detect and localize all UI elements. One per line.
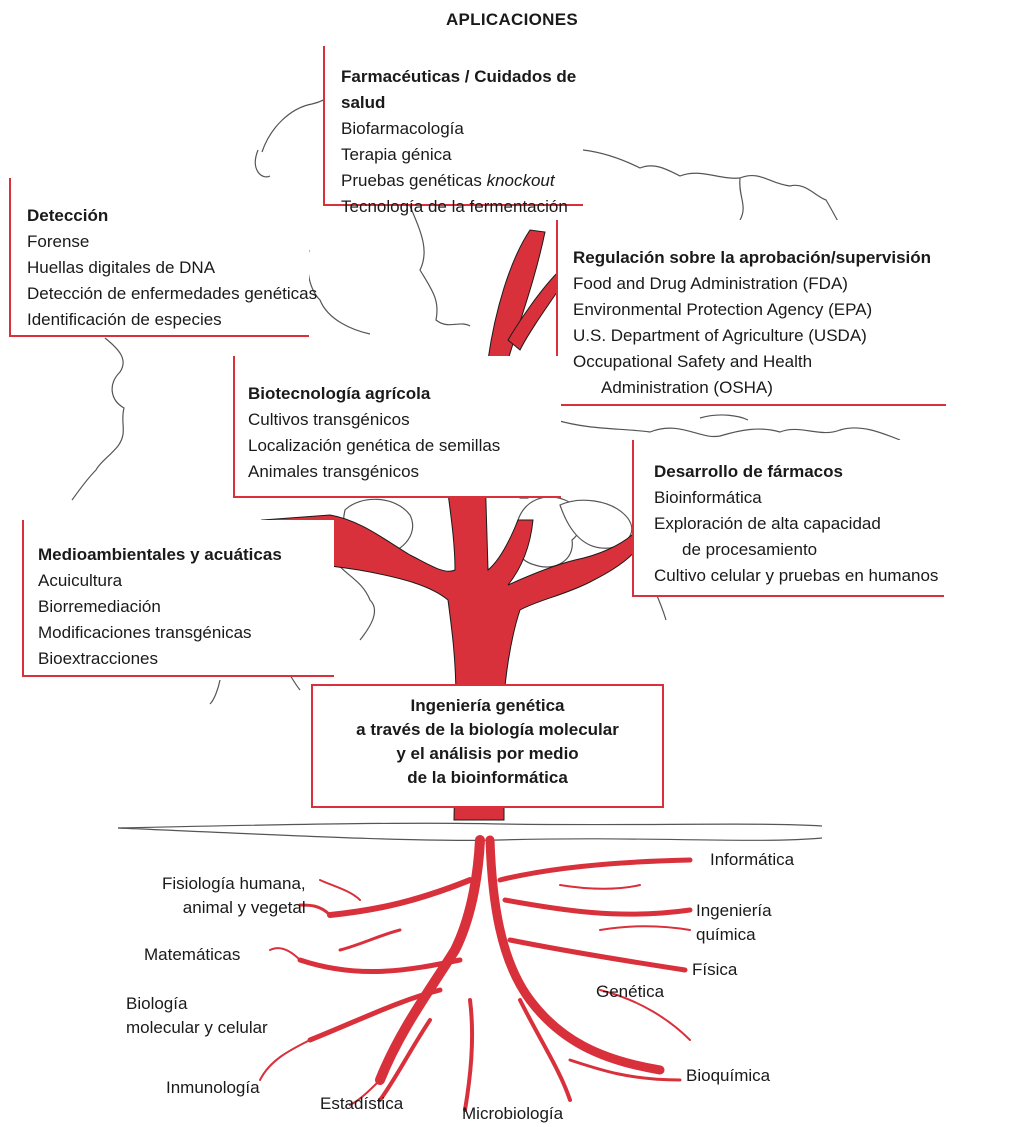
box-item: Biofarmacología <box>341 119 464 138</box>
medioambientales-box: Medioambientales y acuáticas Acuicultura… <box>22 520 334 677</box>
box-item: Localización genética de semillas <box>248 436 501 455</box>
trunk-line: Ingeniería genética <box>410 696 565 715</box>
box-item: Cultivos transgénicos <box>248 410 410 429</box>
box-item-text: Pruebas genéticas <box>341 171 482 190</box>
root-label-biologia: Biología molecular y celular <box>126 992 268 1040</box>
box-item: Cultivo celular y pruebas en humanos <box>654 566 939 585</box>
box-item: Terapia génica <box>341 145 452 164</box>
root-label-ingenieria-quimica: Ingeniería química <box>696 899 772 947</box>
box-item: Detección de enfermedades genéticas <box>27 284 318 303</box>
box-item: Animales transgénicos <box>248 462 420 481</box>
box-item: Forense <box>27 232 90 251</box>
root-label-inmunologia: Inmunología <box>166 1078 260 1097</box>
box-item: Huellas digitales de DNA <box>27 258 216 277</box>
root-label-estadistica: Estadística <box>320 1094 404 1113</box>
box-item: de procesamiento <box>682 540 818 559</box>
box-heading: Detección <box>27 206 109 225</box>
root-label-fisiologia: Fisiología humana, animal y vegetal <box>162 872 306 920</box>
agricola-box: Biotecnología agrícola Cultivos transgén… <box>233 356 561 498</box>
box-item: Biorremediación <box>38 597 161 616</box>
box-item: Modificaciones transgénicas <box>38 623 252 642</box>
box-item: Tecnología de la fermentación <box>341 197 568 216</box>
trunk-line: a través de la biología molecular <box>356 720 619 739</box>
box-heading: Biotecnología agrícola <box>248 384 431 403</box>
tree-roots <box>259 835 693 1112</box>
root-label-microbiologia: Microbiología <box>462 1104 564 1123</box>
box-heading: Desarrollo de fármacos <box>654 462 843 481</box>
box-item: U.S. Department of Agriculture (USDA) <box>573 326 867 345</box>
box-item: Exploración de alta capacidad <box>654 514 881 533</box>
root-label-line: molecular y celular <box>126 1018 268 1037</box>
box-item: Bioextracciones <box>38 649 159 668</box>
box-item: Occupational Safety and Health <box>573 352 813 371</box>
box-item: Food and Drug Administration (FDA) <box>573 274 848 293</box>
box-heading: Medioambientales y acuáticas <box>38 545 282 564</box>
root-label-fisica: Física <box>692 960 738 979</box>
root-label-line: Ingeniería <box>696 901 772 920</box>
root-label-line: química <box>696 925 756 944</box>
root-label-matematicas: Matemáticas <box>144 945 241 964</box>
trunk-label-box: Ingeniería genética a través de la biolo… <box>311 684 664 808</box>
box-item: Administration (OSHA) <box>601 378 773 397</box>
box-heading: Farmacéuticas / Cuidados de salud <box>341 67 577 112</box>
deteccion-box: Detección Forense Huellas digitales de D… <box>9 178 318 337</box>
root-label-line: Fisiología humana, <box>162 874 306 893</box>
root-label-informatica: Informática <box>710 850 795 869</box>
trunk-line: de la bioinformática <box>407 768 568 787</box>
box-item: Acuicultura <box>38 571 123 590</box>
box-item: Environmental Protection Agency (EPA) <box>573 300 873 319</box>
trunk-line: y el análisis por medio <box>396 744 579 763</box>
farmacos-box: Desarrollo de fármacos Bioinformática Ex… <box>632 440 944 597</box>
page-title: APLICACIONES <box>445 10 579 29</box>
ground-line <box>117 822 823 841</box>
farmaceuticas-box: Farmacéuticas / Cuidados de salud Biofar… <box>323 46 583 216</box>
root-label-genetica: Genética <box>596 982 665 1001</box>
box-item: Identificación de especies <box>27 310 222 329</box>
box-item-italic: knockout <box>486 171 555 190</box>
box-heading: Regulación sobre la aprobación/supervisi… <box>573 248 932 267</box>
regulacion-box: Regulación sobre la aprobación/supervisi… <box>556 220 946 406</box>
box-item: Bioinformática <box>654 488 762 507</box>
box-item-pruebas: Pruebas genéticas knockout <box>341 168 583 194</box>
root-label-bioquimica: Bioquímica <box>686 1066 771 1085</box>
root-label-line: Biología <box>126 994 188 1013</box>
root-label-line: animal y vegetal <box>182 898 306 917</box>
